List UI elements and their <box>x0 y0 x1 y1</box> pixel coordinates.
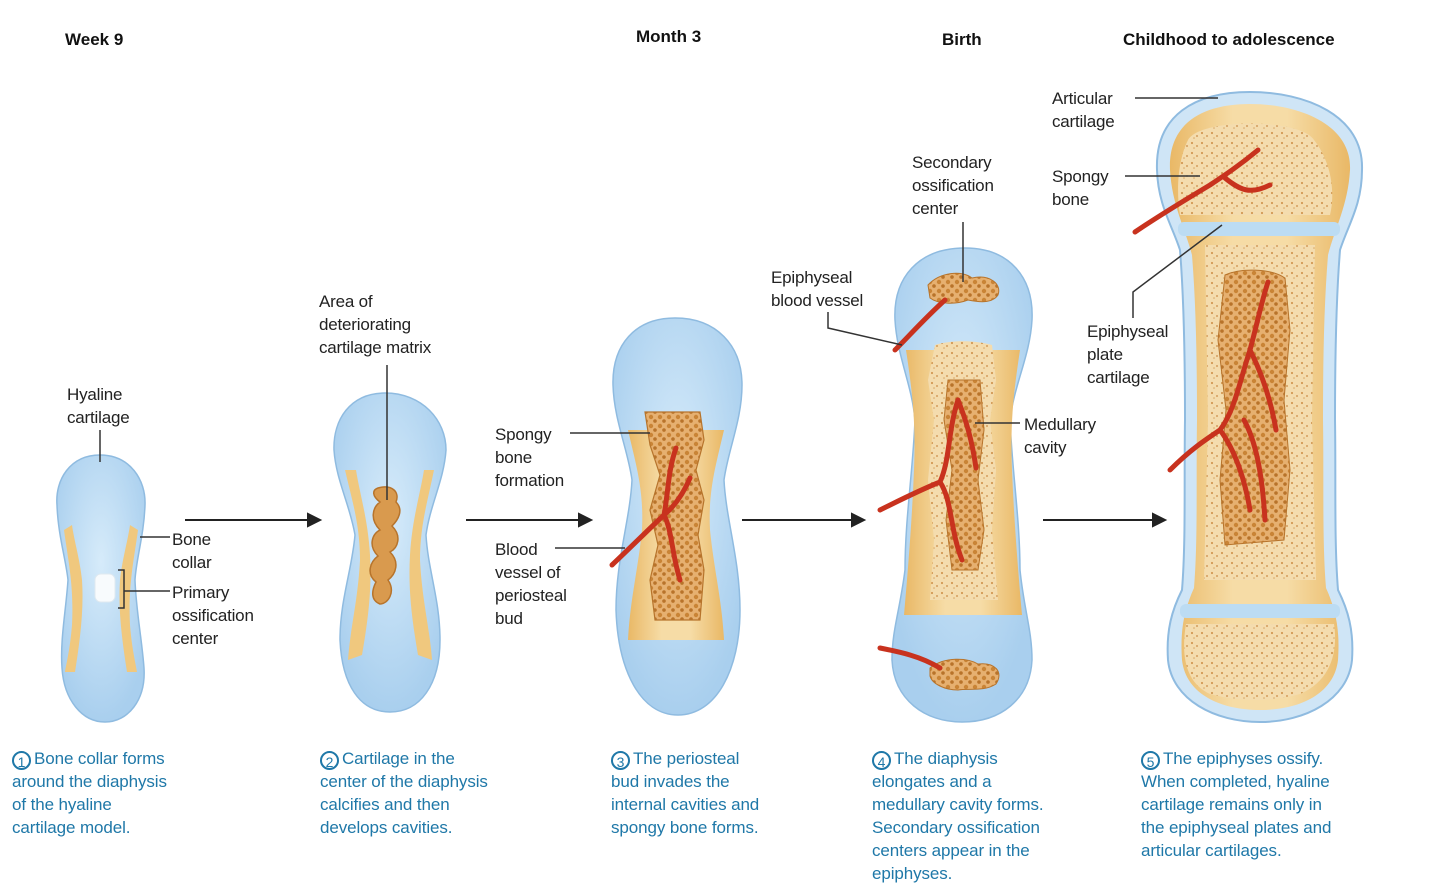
stage5-bone <box>1132 90 1364 724</box>
label-primary-ossification-center: Primary ossification center <box>172 583 254 648</box>
label-bone-collar: Bone collar <box>172 530 212 572</box>
label-epiphyseal-blood-vessel: Epiphyseal blood vessel <box>771 268 864 310</box>
stage5-epiphyseal-plate-lower <box>1180 604 1340 618</box>
stage4-number-badge: 4 <box>872 751 891 770</box>
stage5-spongy-bone-upper <box>1178 123 1333 215</box>
stage3-header: Month 3 <box>636 27 702 46</box>
stage1-primary-ossification-center <box>94 573 116 603</box>
stage4-blood-vessels <box>877 297 979 671</box>
stage5-epiphyseal-plate-upper <box>1178 222 1340 236</box>
leader-epiphyseal-blood-vessel <box>827 312 903 346</box>
stage4-header: Birth <box>942 30 982 49</box>
stage1-caption-text: Bone collar forms around the diaphysis o… <box>12 749 167 837</box>
stage3-spongy-bone <box>644 411 705 621</box>
progression-arrows <box>185 512 1168 528</box>
arrow-1-to-2-head <box>307 512 323 528</box>
stage2-number-badge: 2 <box>320 751 339 770</box>
stage4-secondary-ossification-upper <box>927 272 1000 304</box>
stage2-bone <box>333 392 447 713</box>
stage5-spongy-bone-lower <box>1184 624 1336 700</box>
arrow-4-to-5-head <box>1152 512 1168 528</box>
label-epiphyseal-plate-cartilage: Epiphyseal plate cartilage <box>1087 322 1169 387</box>
label-spongy-bone-formation: Spongy bone formation <box>495 425 565 490</box>
leader-lines <box>99 97 1223 609</box>
stage3-bone <box>609 317 743 716</box>
stage1-bone-collar-left <box>64 525 83 672</box>
stage1-bone-collar-right <box>119 525 138 672</box>
stage5-medullary-cavity <box>1217 269 1291 546</box>
stage4-caption-text: The diaphysis elongates and a medullary … <box>872 749 1044 883</box>
stage2-caption-text: Cartilage in the center of the diaphysis… <box>320 749 488 837</box>
stage4-bone <box>877 247 1033 723</box>
stage5-caption-text: The epiphyses ossify. When completed, hy… <box>1141 749 1332 860</box>
stage3-number-badge: 3 <box>611 751 630 770</box>
stage4-secondary-ossification-lower <box>929 658 1000 691</box>
stage2-deteriorating-matrix <box>369 486 401 605</box>
stage5-number-badge: 5 <box>1141 751 1160 770</box>
label-spongy-bone: Spongy bone <box>1052 167 1109 209</box>
arrow-3-to-4-head <box>851 512 867 528</box>
arrow-2-to-3-head <box>578 512 594 528</box>
stage5-blood-vessels <box>1132 147 1279 523</box>
stage3-blood-vessel <box>609 445 693 583</box>
label-blood-vessel-periosteal-bud: Blood vessel of periosteal bud <box>495 540 567 628</box>
label-medullary-cavity: Medullary cavity <box>1024 415 1096 457</box>
stage3-caption-text: The periosteal bud invades the internal … <box>611 749 760 837</box>
label-secondary-ossification-center: Secondary ossification center <box>912 153 994 218</box>
stage2-bone-collar-left <box>345 470 371 660</box>
label-area-deteriorating: Area of deteriorating cartilage matrix <box>319 292 432 357</box>
stage1-bone <box>56 454 146 723</box>
leader-epiphyseal-plate <box>1132 224 1223 318</box>
stage1-header: Week 9 <box>65 30 124 49</box>
leader-primary-ossification <box>118 569 170 609</box>
stage5-header: Childhood to adolescence <box>1123 30 1335 49</box>
stage1-number-badge: 1 <box>12 751 31 770</box>
label-hyaline-cartilage: Hyaline cartilage <box>67 385 130 427</box>
label-articular-cartilage: Articular cartilage <box>1052 89 1115 131</box>
stage2-bone-collar-right <box>409 470 434 660</box>
